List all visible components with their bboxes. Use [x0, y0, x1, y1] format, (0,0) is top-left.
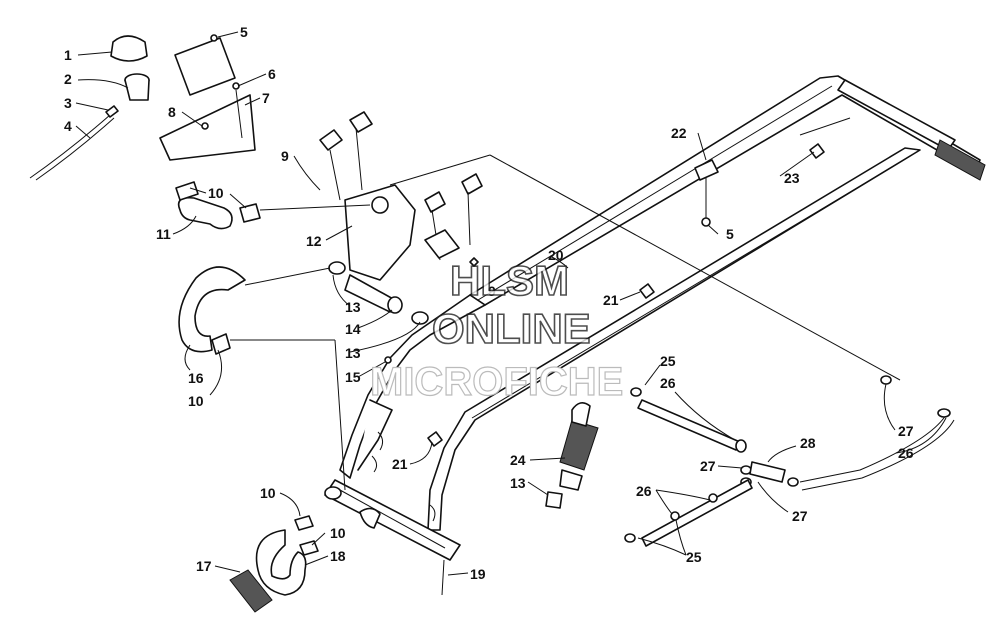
coolant-hoses-left [175, 181, 261, 355]
label-1: 1 [64, 47, 72, 63]
leader-lines [230, 154, 901, 491]
label-10-top: 10 [208, 185, 224, 201]
label-5-top: 5 [240, 24, 248, 40]
label-14: 14 [345, 321, 361, 337]
label-8: 8 [168, 104, 176, 120]
label-26-low: 26 [636, 483, 652, 499]
label-4: 4 [64, 118, 72, 134]
label-22: 22 [671, 125, 687, 141]
label-18: 18 [330, 548, 346, 564]
label-21-top: 21 [603, 292, 619, 308]
label-9-left: 9 [281, 148, 289, 164]
label-12: 12 [306, 233, 322, 249]
label-27-mid: 27 [700, 458, 716, 474]
label-23: 23 [784, 170, 800, 186]
label-9-right: 9 [488, 283, 496, 299]
label-20: 20 [548, 247, 564, 263]
label-6: 6 [268, 66, 276, 82]
label-13-b: 13 [345, 345, 361, 361]
watermark: HLSM ONLINE MICROFICHE [369, 256, 624, 404]
label-24: 24 [510, 452, 526, 468]
label-21-bottom: 21 [392, 456, 408, 472]
label-27-low: 27 [792, 508, 808, 524]
label-10-lower-a: 10 [260, 485, 276, 501]
label-7: 7 [262, 90, 270, 106]
label-11: 11 [156, 226, 171, 242]
label-25-low: 25 [686, 549, 702, 565]
callout-leaders [75, 31, 947, 576]
watermark-line-3: MICROFICHE [370, 360, 623, 404]
part-number-labels: 1 2 3 4 5 6 7 8 9 10 11 12 13 14 13 15 1… [64, 24, 914, 582]
label-26-far: 26 [898, 445, 914, 461]
thermostat-housing-group [319, 111, 483, 364]
watermark-line-2: ONLINE [432, 305, 591, 352]
label-13-a: 13 [345, 299, 361, 315]
label-2: 2 [64, 71, 72, 87]
label-19: 19 [470, 566, 486, 582]
label-26-top: 26 [660, 375, 676, 391]
label-28: 28 [800, 435, 816, 451]
heat-exchanger-rails [324, 75, 986, 561]
label-10-lower-b: 10 [330, 525, 346, 541]
coolant-bottle-cap-group [29, 34, 256, 181]
label-10-mid: 10 [188, 393, 204, 409]
label-17: 17 [196, 558, 212, 574]
label-16: 16 [188, 370, 204, 386]
label-25-top: 25 [660, 353, 676, 369]
right-side-components [427, 143, 955, 547]
bottom-hoses-group [229, 486, 445, 613]
label-5-right: 5 [726, 226, 734, 242]
label-3: 3 [64, 95, 72, 111]
watermark-line-1: HLSM [450, 257, 569, 304]
label-15: 15 [345, 369, 361, 385]
label-13-c: 13 [510, 475, 526, 491]
label-27-far: 27 [898, 423, 914, 439]
